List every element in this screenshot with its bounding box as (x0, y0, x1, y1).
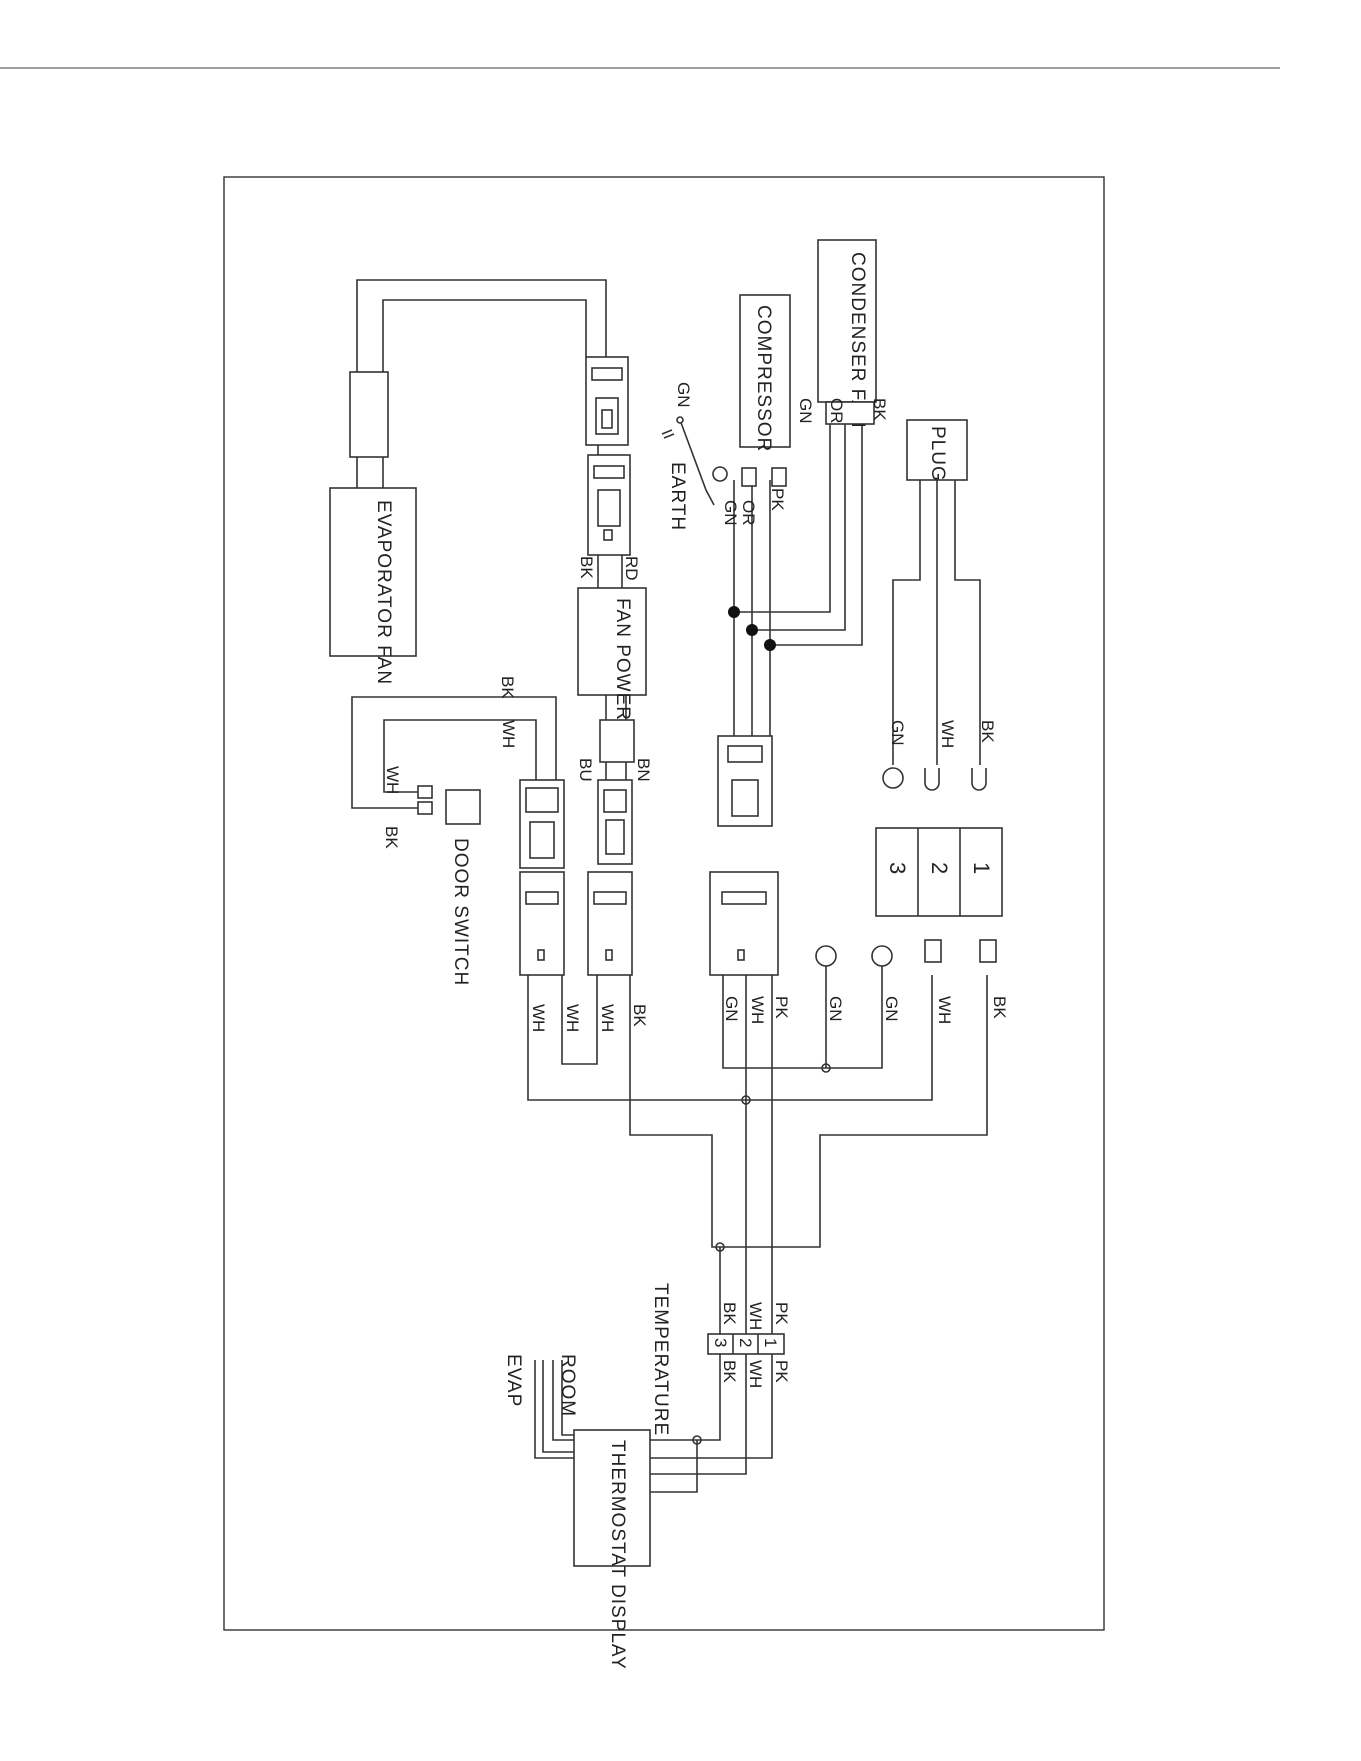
wh-h3-label: WH (598, 1004, 617, 1032)
thermostat-display-label: THERMOSTAT DISPLAY (607, 1440, 628, 1670)
wh-plug-label: WH (938, 720, 957, 748)
or-comp-label: OR (739, 500, 758, 526)
bk-h4-label: BK (630, 1004, 649, 1027)
wh-h6-label: WH (748, 996, 767, 1024)
gn-plug-label: GN (888, 720, 907, 746)
wh-above-label: WH (746, 1302, 765, 1330)
bn-fan-label: BN (634, 758, 653, 782)
pk-above-label: PK (772, 1302, 791, 1325)
pin-terminal-block: 1 2 3 (876, 828, 1002, 916)
plug: PLUG (907, 420, 967, 482)
rd-fan-label: RD (622, 556, 641, 581)
pk-below-label: PK (772, 1360, 791, 1383)
gn-comp-label: GN (721, 500, 740, 526)
door-switch: DOOR SWITCH (418, 786, 480, 986)
pin-1: 1 (969, 862, 994, 874)
connector-door-switch (520, 780, 564, 868)
connector-compressor (718, 736, 772, 826)
pk-h7-label: PK (772, 996, 791, 1019)
compressor-label: COMPRESSOR (753, 305, 774, 452)
temperature-label: TEMPERATURE (650, 1283, 671, 1436)
evaporator-fan-label: EVAPORATOR FAN (373, 500, 394, 685)
gn-h5-label: GN (722, 996, 741, 1022)
bk-door-switch-label: BK (382, 826, 401, 849)
bu-fan-label: BU (576, 758, 595, 782)
evaporator-fan: EVAPORATOR FAN (330, 488, 416, 685)
wh-h2-label: WH (563, 1004, 582, 1032)
fan-power-sleeve (600, 720, 634, 762)
fan-power: FAN POWER (578, 588, 646, 721)
thermostat-pin-3: 3 (711, 1338, 730, 1347)
pin-3: 3 (885, 862, 910, 874)
wh-door-top-label: WH (499, 720, 518, 748)
bk-door-top-label: BK (498, 676, 517, 699)
wh-t3-label: WH (935, 996, 954, 1024)
bk-above-label: BK (720, 1302, 739, 1325)
wh-below-label: WH (746, 1360, 765, 1388)
evap-label: EVAP (503, 1354, 524, 1407)
gn-t1-label: GN (826, 996, 845, 1022)
plug-label: PLUG (927, 426, 948, 482)
compressor: COMPRESSOR (740, 295, 790, 452)
thermostat-pin-2: 2 (736, 1338, 755, 1347)
door-switch-label: DOOR SWITCH (450, 838, 471, 986)
wh-door-switch-label: WH (383, 766, 402, 794)
fan-power-label: FAN POWER (612, 598, 633, 721)
earth-label: EARTH (667, 462, 688, 531)
connector-evaporator (586, 357, 628, 445)
bk-t4-label: BK (990, 996, 1009, 1019)
room-label: ROOM (557, 1354, 578, 1417)
or-cond-label: OR (827, 398, 846, 424)
wh-h1-label: WH (529, 1004, 548, 1032)
gn-t2-label: GN (882, 996, 901, 1022)
bk-cond-label: BK (870, 398, 889, 421)
connector-fan-power-top (588, 455, 630, 555)
pin-2: 2 (927, 862, 952, 874)
gn-earth-label: GN (674, 382, 693, 408)
thermostat-display: THERMOSTAT DISPLAY (574, 1430, 650, 1670)
thermostat-pin-1: 1 (761, 1338, 780, 1347)
pk-comp-label: PK (768, 488, 787, 511)
bk-below-label: BK (720, 1360, 739, 1383)
evaporator-sleeve (350, 372, 388, 457)
connector-harness-1 (520, 872, 564, 975)
condenser-fan: CONDENSER FAN (818, 240, 876, 429)
bk-fan-label: BK (577, 556, 596, 579)
bk-plug-label: BK (978, 720, 997, 743)
thermostat-pin-block: 1 2 3 (708, 1334, 784, 1354)
connector-harness-3 (710, 872, 778, 975)
gn-cond-label: GN (796, 398, 815, 424)
connector-fan-power-bottom (598, 780, 632, 864)
connector-harness-2 (588, 872, 632, 975)
